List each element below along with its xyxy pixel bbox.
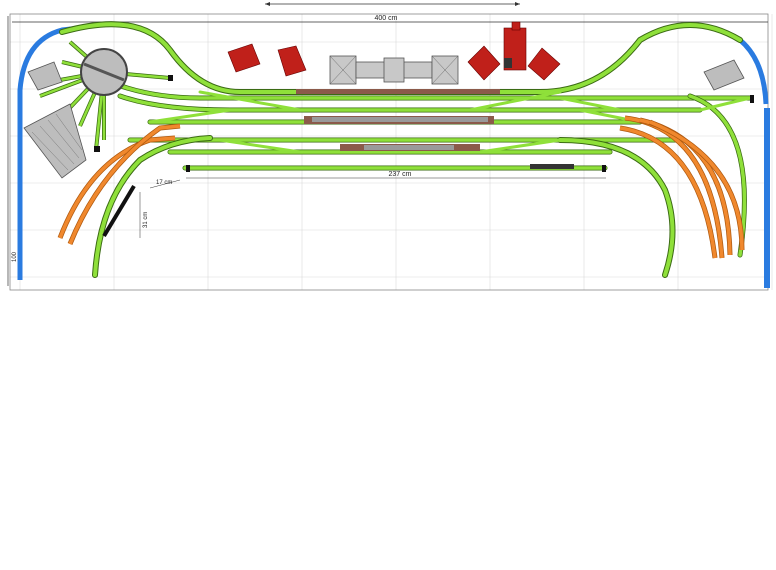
blue-edge-strip: [764, 108, 770, 288]
platforms: [296, 89, 574, 169]
shed-building-right: [703, 59, 745, 91]
station-buildings: [329, 55, 459, 85]
bottom-dimension-label: 237 cm: [389, 171, 412, 178]
red-houses: [227, 21, 561, 81]
small-dimensions: 17 cm 31 cm: [139, 179, 181, 238]
shed-building-left: [27, 61, 63, 91]
top-dimension: 400 cm: [12, 2, 768, 23]
blue-track-right: [738, 38, 769, 105]
buffer-stops: [94, 75, 754, 172]
small-height-label: 31 cm: [143, 212, 149, 228]
left-dimension: 100: [7, 16, 18, 286]
orange-tracks: [57, 115, 745, 259]
track-plan-diagram: 400 cm 100: [7, 2, 773, 291]
bottom-dimension: 237 cm: [186, 171, 606, 179]
engine-shed: [23, 103, 87, 179]
small-width-label: 17 cm: [156, 180, 172, 186]
top-dimension-label: 400 cm: [375, 15, 398, 22]
black-siding: [102, 184, 136, 238]
main-tracks: [59, 21, 753, 278]
left-dimension-label: 100: [12, 251, 18, 262]
turntable-area: [23, 40, 171, 179]
